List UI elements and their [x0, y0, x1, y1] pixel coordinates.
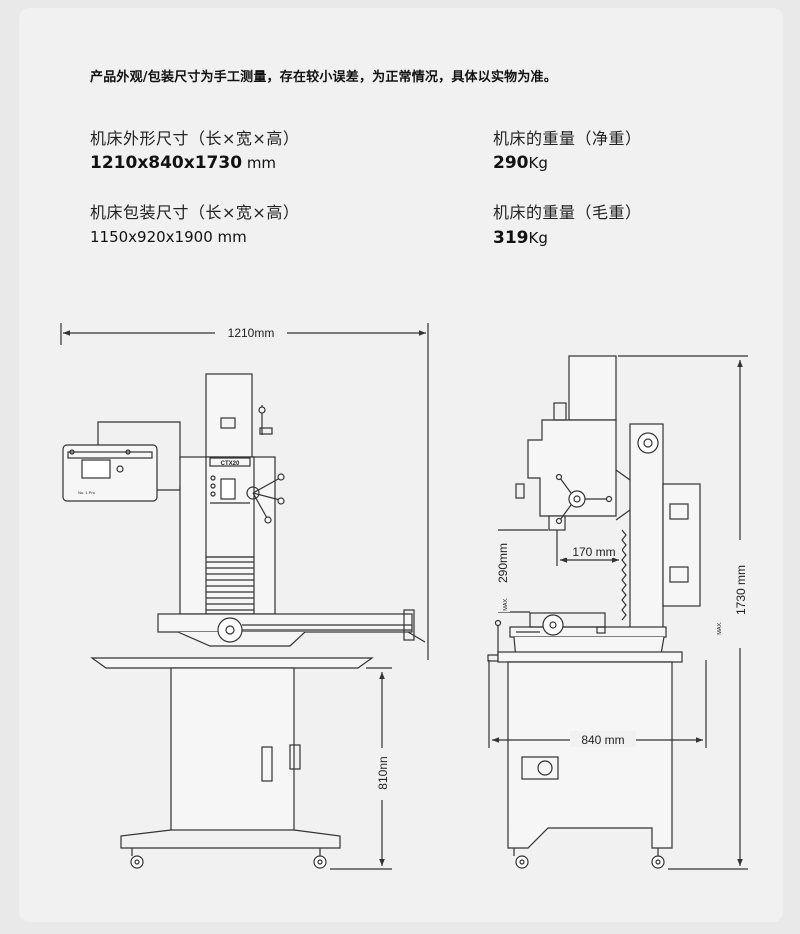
stand-height-label: 810nn	[376, 756, 390, 789]
package-size-unit: mm	[212, 228, 247, 246]
head-column	[205, 373, 253, 459]
net-weight-value: 290Kg	[493, 153, 548, 173]
side-electrical-box	[662, 483, 701, 607]
net-weight-unit: Kg	[528, 154, 548, 172]
measurement-notice: 产品外观/包装尺寸为手工测量，存在较小误差，为正常情况，具体以实物为准。	[90, 70, 557, 85]
side-head	[527, 419, 617, 517]
gross-weight-label: 机床的重量（毛重）	[493, 203, 642, 222]
control-screen	[81, 459, 111, 479]
side-height-prefix: MAX.	[717, 621, 723, 635]
spindle-head	[205, 456, 255, 558]
cabinet	[170, 667, 295, 831]
side-height-label: 1730 mm	[734, 565, 748, 615]
gross-weight-number: 319	[493, 228, 529, 248]
net-weight-number: 290	[493, 153, 529, 173]
work-table	[157, 613, 413, 633]
machine-size-label: 机床外形尺寸（长×宽×高）	[90, 129, 300, 148]
model-badge: CTX20	[221, 461, 240, 467]
gross-weight-unit: Kg	[528, 229, 548, 247]
side-column-top	[568, 355, 617, 421]
package-size-number: 1150x920x1900	[90, 228, 213, 246]
side-throat-label: 170 mm	[572, 545, 615, 559]
package-size-label: 机床包装尺寸（长×宽×高）	[90, 203, 300, 222]
net-weight-label: 机床的重量（净重）	[493, 129, 642, 148]
package-size-value: 1150x920x1900 mm	[90, 228, 247, 246]
svg-text:No. 1 Pro: No. 1 Pro	[78, 490, 96, 495]
side-stroke-label: 290mm	[496, 543, 510, 583]
side-cabinet	[507, 661, 673, 849]
side-stroke-prefix: MAX.	[503, 597, 509, 611]
gear-rack	[621, 529, 627, 621]
machine-size-value: 1210x840x1730 mm	[90, 153, 276, 173]
stand-base	[120, 829, 341, 849]
side-throat-dimension	[556, 530, 619, 566]
front-width-label: 1210mm	[228, 326, 275, 340]
side-depth-label: 840 mm	[581, 733, 624, 747]
machine-size-unit: mm	[242, 154, 277, 172]
front-view: 1210mm No. 1 Pro CTX20	[60, 323, 429, 870]
side-view: MAX. 1730 mm MAX. 290mm 170 mm 840 mm	[487, 355, 748, 870]
table-handwheel	[217, 617, 243, 643]
gross-weight-value: 319Kg	[493, 228, 548, 248]
stand-top	[90, 657, 374, 669]
machine-size-number: 1210x840x1730	[90, 153, 243, 173]
side-handwheel	[568, 490, 586, 508]
side-stand-top	[497, 651, 683, 663]
side-column	[629, 423, 664, 637]
